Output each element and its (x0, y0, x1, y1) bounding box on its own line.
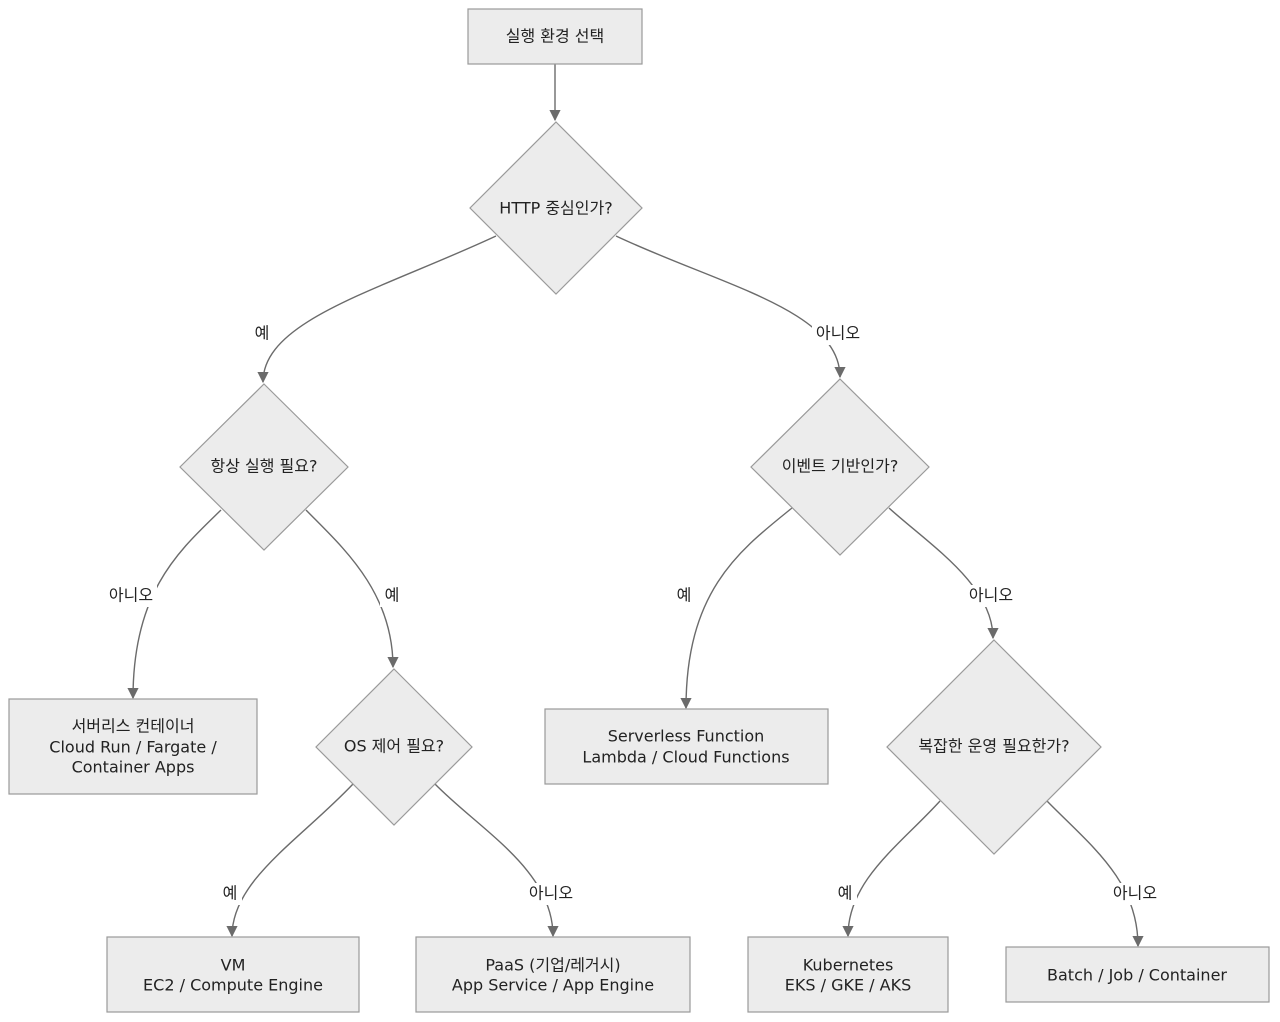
node-serverless-function-line1: Serverless Function (608, 727, 765, 746)
edge-label-event-no: 아니오 (969, 586, 1013, 605)
node-serverless-container-line1: 서버리스 컨테이너 (72, 717, 195, 736)
node-q-complex-label: 복잡한 운영 필요한가? (918, 737, 1069, 756)
node-q-event: 이벤트 기반인가? (750, 378, 930, 556)
node-kubernetes: Kubernetes EKS / GKE / AKS (747, 936, 949, 1013)
node-serverless-function-line2: Lambda / Cloud Functions (582, 748, 789, 767)
node-q-complex: 복잡한 운영 필요한가? (886, 639, 1102, 855)
edge-label-http-no: 아니오 (816, 324, 860, 343)
edge-http-no (615, 235, 846, 379)
edge-label-event-yes: 예 (677, 586, 692, 605)
edge-complex-yes (842, 800, 941, 938)
edge-label-complex-no: 아니오 (1113, 884, 1157, 903)
edge-label-os-yes: 예 (223, 884, 238, 903)
edge-event-no (888, 507, 999, 640)
edge-always-no (127, 509, 222, 700)
edge-label-os-no: 아니오 (529, 884, 573, 903)
edge-os-no (434, 783, 559, 938)
node-serverless-container-line2: Cloud Run / Fargate / (49, 738, 217, 757)
node-batch-label: Batch / Job / Container (1047, 966, 1227, 985)
edge-complex-no (1046, 800, 1144, 948)
node-kubernetes-line2: EKS / GKE / AKS (785, 976, 911, 995)
edge-os-yes (226, 783, 354, 938)
node-q-always-label: 항상 실행 필요? (211, 457, 318, 476)
edge-labels: 예 아니오 아니오 예 예 아니오 예 아니오 예 아니오 (105, 323, 1161, 905)
node-paas: PaaS (기업/레거시) App Service / App Engine (415, 936, 691, 1013)
node-serverless-container-line3: Container Apps (72, 758, 195, 777)
node-batch: Batch / Job / Container (1005, 946, 1270, 1003)
node-start-label: 실행 환경 선택 (506, 27, 605, 46)
node-start: 실행 환경 선택 (467, 8, 643, 65)
node-paas-line1: PaaS (기업/레거시) (485, 956, 620, 975)
edge-http-yes (257, 235, 497, 384)
node-vm: VM EC2 / Compute Engine (106, 936, 360, 1013)
edge-always-yes (305, 509, 399, 669)
node-q-os: OS 제어 필요? (315, 668, 473, 826)
edge-label-http-yes: 예 (255, 324, 270, 343)
node-vm-line2: EC2 / Compute Engine (143, 976, 323, 995)
node-kubernetes-line1: Kubernetes (803, 956, 894, 975)
edge-label-always-no: 아니오 (109, 586, 153, 605)
node-q-http: HTTP 중심인가? (469, 121, 643, 295)
edge-event-yes (680, 507, 793, 710)
node-q-http-label: HTTP 중심인가? (499, 199, 612, 218)
node-paas-line2: App Service / App Engine (452, 976, 654, 995)
node-serverless-container: 서버리스 컨테이너 Cloud Run / Fargate / Containe… (8, 698, 258, 795)
node-q-always: 항상 실행 필요? (179, 383, 349, 551)
node-serverless-function: Serverless Function Lambda / Cloud Funct… (544, 708, 829, 785)
edges (127, 64, 1144, 948)
node-q-event-label: 이벤트 기반인가? (782, 457, 899, 476)
node-q-os-label: OS 제어 필요? (344, 737, 444, 756)
edge-label-always-yes: 예 (385, 586, 400, 605)
node-vm-line1: VM (221, 956, 246, 975)
edge-label-complex-yes: 예 (838, 884, 853, 903)
